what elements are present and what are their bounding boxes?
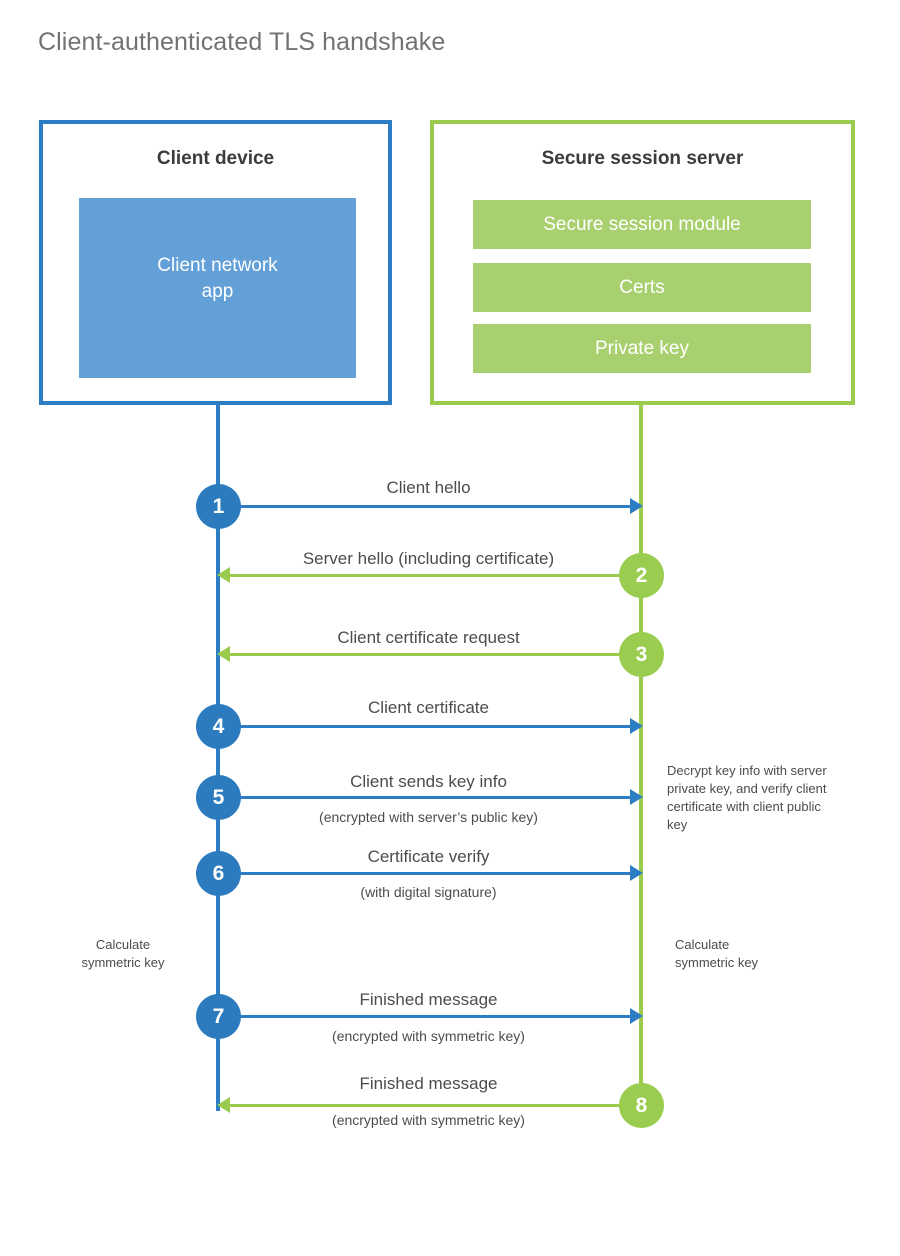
client-lifeline: [216, 405, 220, 1111]
step-6-sublabel: (with digital signature): [360, 884, 497, 900]
step-5-marker[interactable]: 5: [196, 775, 241, 820]
server-component-label: Secure session module: [543, 213, 741, 235]
step-8-arrowhead-icon: [217, 1097, 230, 1113]
server-component-private-key: Private key: [473, 324, 811, 373]
step-1-arrow: [218, 505, 632, 508]
step-7-label: Finished message: [359, 990, 498, 1009]
step-7-arrowhead-icon: [630, 1008, 643, 1024]
step-1-marker[interactable]: 1: [196, 484, 241, 529]
step-number: 2: [635, 563, 648, 587]
step-2-arrowhead-icon: [217, 567, 230, 583]
step-number: 8: [635, 1093, 648, 1117]
step-3-marker[interactable]: 3: [619, 632, 664, 677]
step-number: 1: [212, 494, 225, 518]
step-3-arrow: [228, 653, 639, 656]
step-number: 4: [212, 714, 225, 738]
server-decrypt-note: Decrypt key info with server private key…: [667, 763, 827, 832]
step-4-marker[interactable]: 4: [196, 704, 241, 749]
step-4-arrow: [218, 725, 632, 728]
step-6-marker[interactable]: 6: [196, 851, 241, 896]
step-4-label: Client certificate: [368, 698, 489, 717]
server-component-secure-session-module: Secure session module: [473, 200, 811, 249]
page-title: Client-authenticated TLS handshake: [38, 28, 446, 56]
step-8-sublabel: (encrypted with symmetric key): [332, 1112, 525, 1128]
server-component-label: Certs: [619, 276, 665, 298]
step-number: 7: [212, 1004, 225, 1028]
server-component-label: Private key: [595, 337, 689, 359]
client-device-title: Client device: [156, 148, 275, 169]
step-4-arrowhead-icon: [630, 718, 643, 734]
client-calculate-symmetric-key-note: Calculate symmetric key: [81, 937, 165, 970]
client-device-box: Client device Client network app: [39, 120, 392, 405]
server-lifeline: [639, 405, 643, 1105]
step-7-marker[interactable]: 7: [196, 994, 241, 1039]
client-network-app-label: Client network app: [157, 255, 278, 302]
step-5-sublabel: (encrypted with server’s public key): [319, 809, 538, 825]
server-component-certs: Certs: [473, 263, 811, 312]
step-3-arrowhead-icon: [217, 646, 230, 662]
step-6-arrowhead-icon: [630, 865, 643, 881]
step-6-arrow: [218, 872, 632, 875]
step-number: 3: [635, 642, 648, 666]
step-3-label: Client certificate request: [337, 628, 520, 647]
step-5-arrowhead-icon: [630, 789, 643, 805]
step-8-marker[interactable]: 8: [619, 1083, 664, 1128]
step-1-label: Client hello: [386, 478, 471, 497]
step-number: 5: [212, 785, 225, 809]
secure-session-server-title: Secure session server: [541, 148, 744, 169]
secure-session-server-box: Secure session server Secure session mod…: [430, 120, 855, 405]
client-network-app-block: Client network app: [79, 198, 356, 378]
step-8-arrow: [228, 1104, 639, 1107]
step-2-label: Server hello (including certificate): [302, 549, 555, 568]
step-5-label: Client sends key info: [350, 772, 507, 791]
step-1-arrowhead-icon: [630, 498, 643, 514]
step-6-label: Certificate verify: [367, 847, 490, 866]
step-2-arrow: [228, 574, 639, 577]
server-calculate-symmetric-key-note: Calculate symmetric key: [675, 937, 759, 970]
step-number: 6: [212, 861, 225, 885]
step-7-sublabel: (encrypted with symmetric key): [332, 1028, 525, 1044]
step-7-arrow: [218, 1015, 632, 1018]
step-8-label: Finished message: [359, 1074, 498, 1093]
step-5-arrow: [218, 796, 632, 799]
step-2-marker[interactable]: 2: [619, 553, 664, 598]
